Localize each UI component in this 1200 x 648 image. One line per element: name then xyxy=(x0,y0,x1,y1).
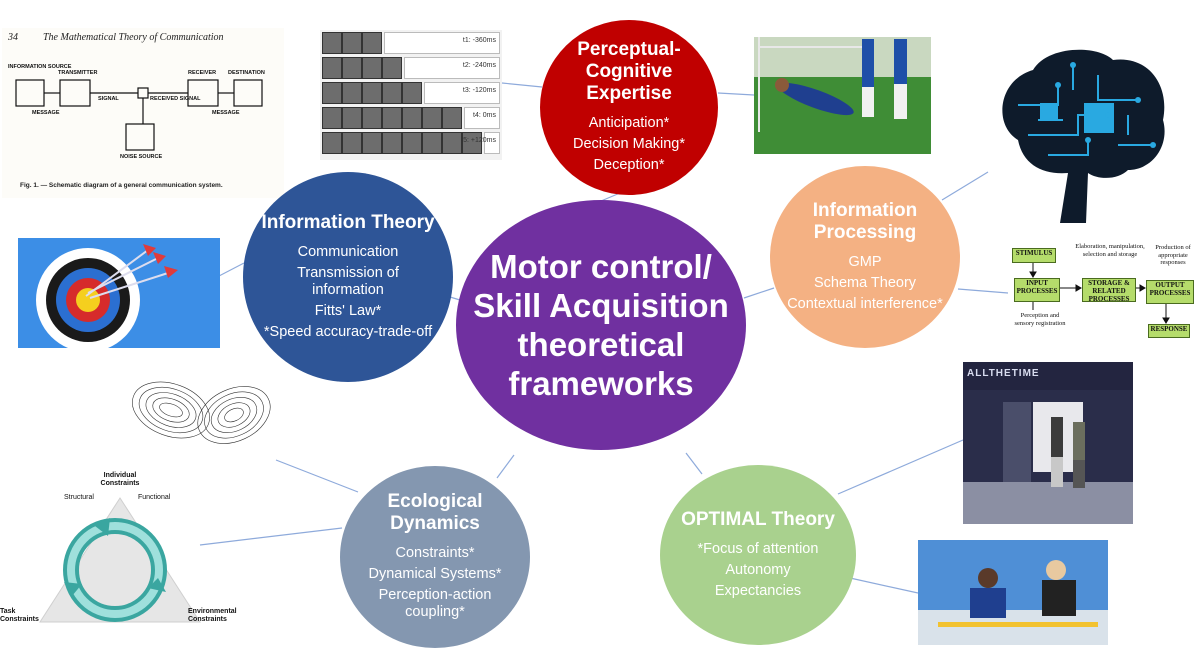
film-row: t1: -360ms xyxy=(320,32,502,54)
perceptual-cognitive-item: Deception* xyxy=(593,157,665,173)
link-pce-film xyxy=(501,82,543,88)
link-it-target xyxy=(218,262,245,277)
noise-source-label: NOISE SOURCE xyxy=(120,154,163,160)
signal-label: SIGNAL xyxy=(98,96,119,102)
task-constraints-label: Task Constraints xyxy=(0,608,39,623)
gym-sign-text: ALLTHETIME xyxy=(967,368,1040,379)
optimal-theory-title: OPTIMAL Theory xyxy=(681,508,835,530)
shannon-communication-diagram: 34 The Mathematical Theory of Communicat… xyxy=(2,28,284,198)
page-number-and-header: 34 The Mathematical Theory of Communicat… xyxy=(8,32,224,43)
response-box: RESPONSE xyxy=(1148,324,1190,338)
information-theory-circle: Information Theory Communication Transmi… xyxy=(243,172,453,382)
link-center-ot xyxy=(685,452,703,475)
film-row: t4: 0ms xyxy=(320,107,502,129)
coaching-photo xyxy=(918,540,1108,645)
destination-label: DESTINATION xyxy=(228,70,265,76)
link-ot-gym xyxy=(837,439,964,495)
ecological-dynamics-title: Ecological Dynamics xyxy=(387,491,483,534)
central-topic-circle: Motor control/ Skill Acquisition theoret… xyxy=(456,200,746,450)
constraints-triangle-diagram: Individual Constraints Structural Functi… xyxy=(0,470,240,630)
information-theory-item: Transmission of information xyxy=(297,264,399,298)
received-signal-label: RECEIVED SIGNAL xyxy=(150,96,201,102)
link-ed-constraints xyxy=(199,527,343,546)
film-label: t2: -240ms xyxy=(462,62,496,69)
ecological-dynamics-item: Dynamical Systems* xyxy=(368,566,502,582)
optimal-theory-item: Autonomy xyxy=(725,561,791,578)
individual-constraints-label: Individual Constraints xyxy=(100,472,140,487)
information-processing-title: Information Processing xyxy=(812,199,918,243)
elaboration-text: Elaboration, manipulation, selection and… xyxy=(1075,243,1145,258)
goalkeeper-photo xyxy=(754,37,931,154)
receiver-label: RECEIVER xyxy=(188,70,216,76)
archery-target-image xyxy=(18,238,220,348)
gym-photo: ALLTHETIME xyxy=(963,362,1133,524)
input-processes-box: INPUT PROCESSES xyxy=(1014,278,1060,302)
link-ip-flow xyxy=(957,288,1009,294)
information-processing-item: Schema Theory xyxy=(813,274,917,291)
optimal-theory-circle: OPTIMAL Theory *Focus of attention Auton… xyxy=(660,465,856,645)
shannon-caption: Fig. 1. — Schematic diagram of a general… xyxy=(20,182,223,189)
shannon-block-diagram: INFORMATION SOURCE TRANSMITTER RECEIVER … xyxy=(8,64,265,160)
film-row: t3: -120ms xyxy=(320,82,502,104)
information-theory-item: *Speed accuracy-trade-off xyxy=(263,323,433,340)
lorenz-attractor-image xyxy=(126,370,276,465)
optimal-theory-item: Expectancies xyxy=(714,582,802,599)
production-text: Production of appropriate responses xyxy=(1155,244,1191,266)
link-center-ip xyxy=(743,287,775,299)
optimal-theory-item: *Focus of attention xyxy=(697,540,819,557)
ecological-dynamics-item: Constraints* xyxy=(395,545,475,561)
circuit-brain-image xyxy=(988,45,1173,225)
information-theory-item: Communication xyxy=(297,243,399,260)
perceptual-cognitive-title: Perceptual-Cognitive Expertise xyxy=(577,39,681,104)
film-strip-image: t1: -360ms t2: -240ms t3: -120ms t4: 0ms… xyxy=(320,30,502,160)
link-center-ed xyxy=(496,454,515,479)
information-theory-title: Information Theory xyxy=(261,211,435,233)
film-label: t1: -360ms xyxy=(462,37,496,44)
link-ot-coach xyxy=(849,577,919,594)
film-row: t5: +120ms xyxy=(320,132,502,154)
link-pce-goalie xyxy=(717,92,755,96)
information-processing-item: GMP xyxy=(848,253,882,270)
perception-text: Perception and sensory registration xyxy=(1014,312,1066,327)
structural-label: Structural xyxy=(64,494,94,501)
link-ip-brain xyxy=(941,171,989,201)
information-processing-flowchart: STIMULUS INPUT PROCESSES STORAGE & RELAT… xyxy=(1008,240,1196,344)
link-ed-lorenz xyxy=(275,459,359,493)
perceptual-cognitive-circle: Perceptual-Cognitive Expertise Anticipat… xyxy=(540,20,718,195)
film-row: t2: -240ms xyxy=(320,57,502,79)
central-title: Motor control/ Skill Acquisition theoret… xyxy=(473,248,729,402)
environmental-constraints-label: Environmental Constraints xyxy=(188,608,237,623)
film-label: t4: 0ms xyxy=(473,112,496,119)
transmitter-label: TRANSMITTER xyxy=(58,70,97,76)
functional-label: Functional xyxy=(138,494,171,501)
message-left-label: MESSAGE xyxy=(32,110,60,116)
output-processes-box: OUTPUT PROCESSES xyxy=(1146,280,1194,304)
information-theory-item: Fitts' Law* xyxy=(314,302,382,319)
info-source-label: INFORMATION SOURCE xyxy=(8,64,72,70)
storage-box: STORAGE & RELATED PROCESSES xyxy=(1082,278,1136,303)
message-right-label: MESSAGE xyxy=(212,110,240,116)
perceptual-cognitive-item: Decision Making* xyxy=(572,136,686,152)
information-processing-circle: Information Processing GMP Schema Theory… xyxy=(770,166,960,348)
ecological-dynamics-circle: Ecological Dynamics Constraints* Dynamic… xyxy=(340,466,530,648)
stimulus-box: STIMULUS xyxy=(1012,248,1056,263)
ecological-dynamics-item: Perception-action coupling* xyxy=(378,587,492,620)
perceptual-cognitive-item: Anticipation* xyxy=(588,115,670,131)
link-center-pce xyxy=(600,192,621,202)
film-label: t3: -120ms xyxy=(462,87,496,94)
information-processing-item: Contextual interference* xyxy=(787,295,943,312)
film-label: t5: +120ms xyxy=(461,137,496,144)
